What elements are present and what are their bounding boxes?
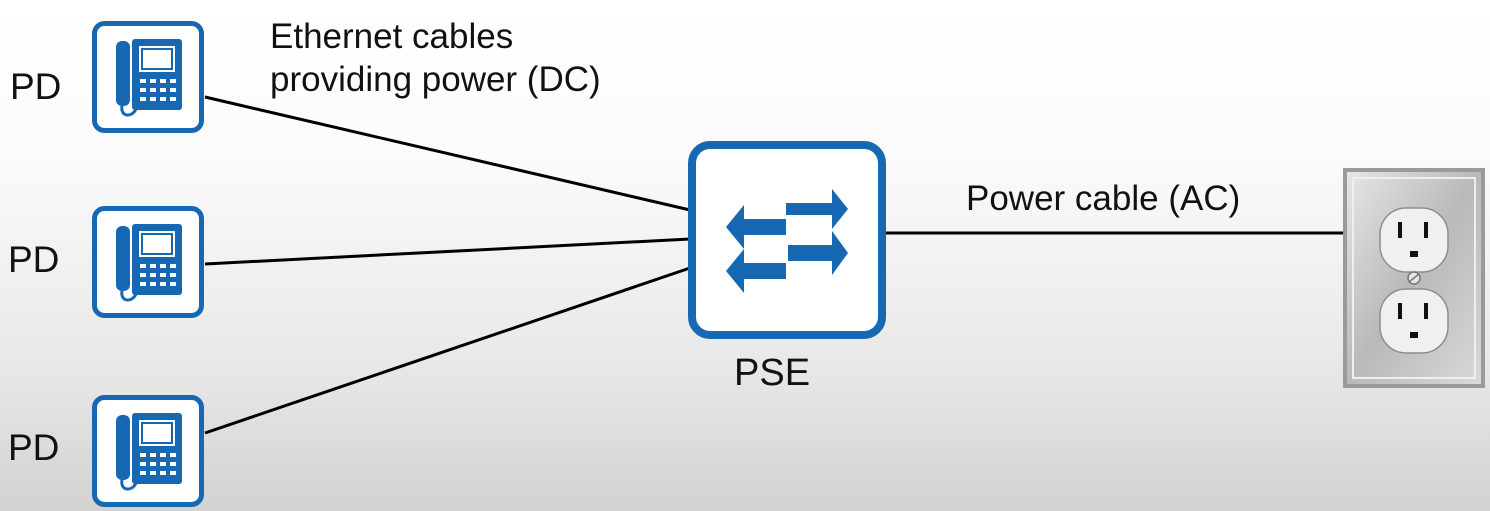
wall-outlet-icon [1343,168,1485,388]
ethernet-cable-bottom [204,266,691,435]
ethernet-label-line2: providing power (DC) [270,60,601,99]
ethernet-label-line1: Ethernet cables [270,17,514,56]
ethernet-cable-middle [204,237,691,266]
switch-icon [688,141,886,339]
pd-label-middle: PD [8,239,60,280]
power-cable-label: Power cable (AC) [966,179,1241,218]
ethernet-cables-label: Ethernet cables providing power (DC) [270,15,601,101]
pd-label-top: PD [10,66,62,107]
ip-phone-icon [92,395,204,507]
pse-label: PSE [734,352,811,394]
ip-phone-icon [92,21,204,133]
ethernet-cable-top [204,95,691,212]
pd-label-bottom: PD [8,427,60,468]
ip-phone-icon [92,206,204,318]
